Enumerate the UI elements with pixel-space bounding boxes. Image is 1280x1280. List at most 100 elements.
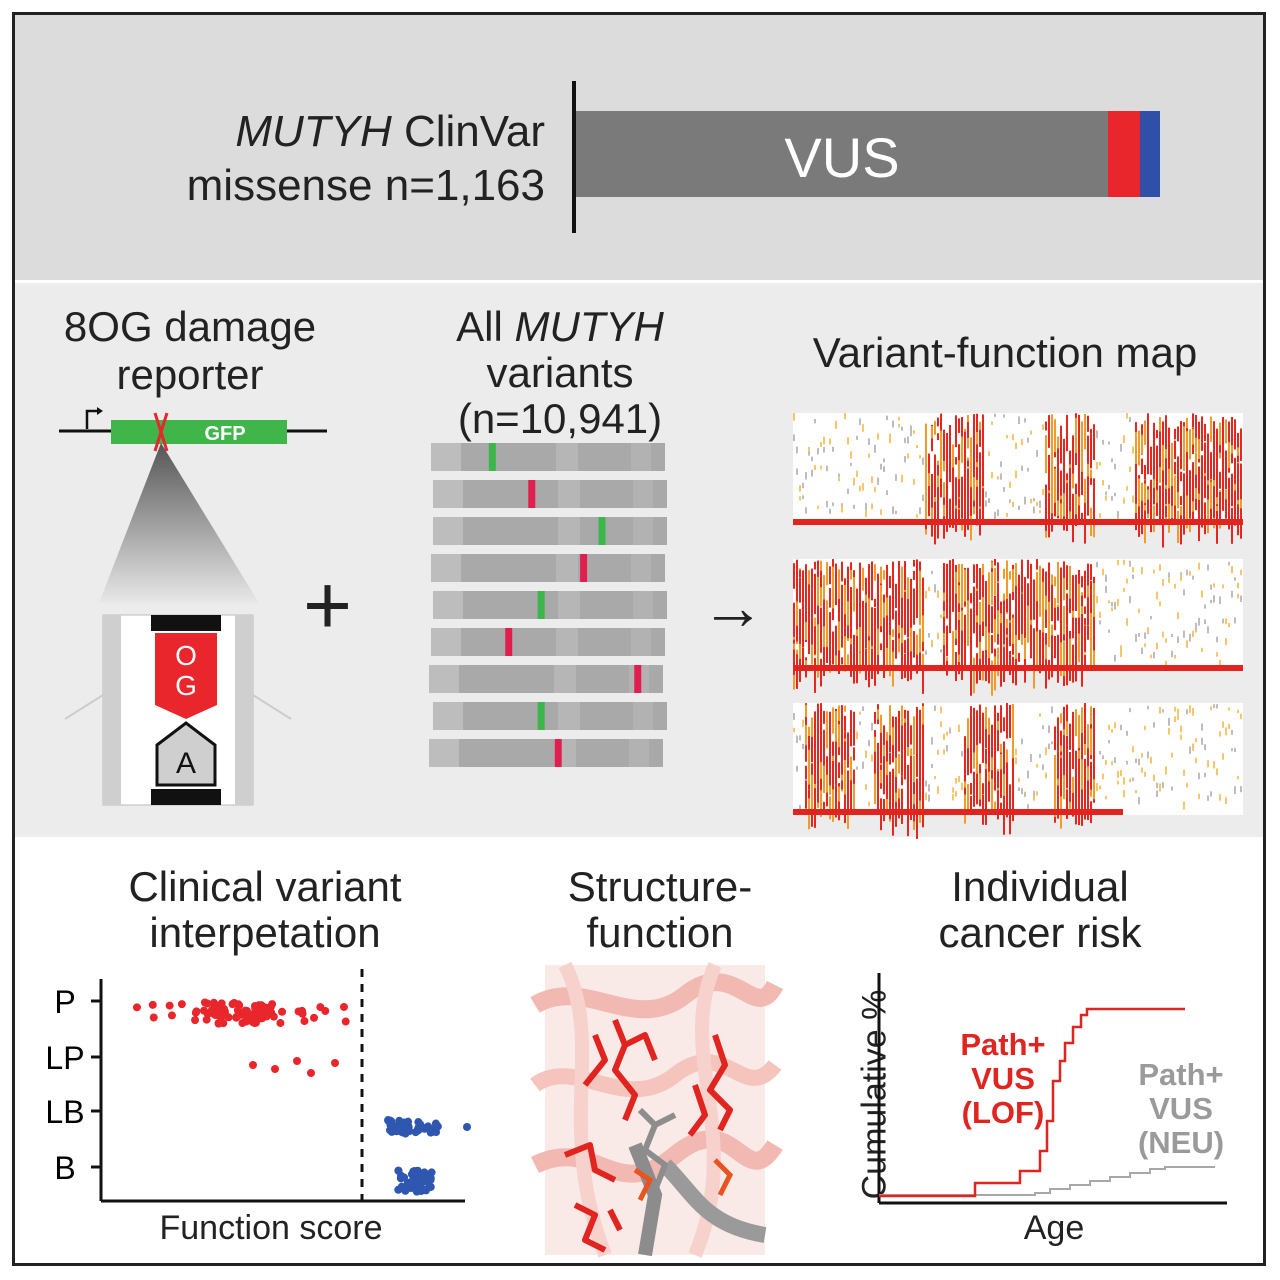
heatmap-cell bbox=[1069, 511, 1071, 521]
heatmap-cell bbox=[946, 625, 948, 655]
heatmap-cell bbox=[1180, 471, 1182, 482]
heatmap-cell bbox=[1225, 638, 1227, 646]
heatmap-cell bbox=[967, 567, 969, 593]
heatmap-cell bbox=[871, 649, 873, 679]
heatmap-cell bbox=[871, 503, 873, 510]
heatmap-cell bbox=[919, 778, 921, 803]
heatmap-cell bbox=[799, 577, 801, 595]
heatmap-cell bbox=[1081, 614, 1083, 634]
heatmap-cell bbox=[1057, 561, 1059, 598]
heatmap-cell bbox=[832, 747, 834, 756]
lof-label-2: VUS bbox=[971, 1061, 1035, 1096]
heatmap-cell bbox=[901, 705, 903, 730]
heatmap-cell bbox=[835, 655, 837, 668]
heatmap-cell bbox=[805, 724, 807, 743]
heatmap-cell bbox=[1018, 603, 1020, 635]
heatmap-cell bbox=[1183, 433, 1185, 464]
variant-rows bbox=[429, 443, 667, 767]
heatmap-cell bbox=[820, 752, 822, 783]
heatmap-cell bbox=[1075, 493, 1077, 522]
heatmap-cell bbox=[1093, 580, 1095, 608]
vus-bar bbox=[576, 111, 1108, 197]
heatmap-cell bbox=[1045, 609, 1047, 617]
variant-row-segment bbox=[556, 554, 578, 582]
heatmap-cell bbox=[1027, 605, 1029, 632]
heatmap-baseline bbox=[793, 665, 1243, 671]
heatmap-cell bbox=[838, 744, 840, 756]
heatmap-cell bbox=[946, 656, 948, 664]
heatmap-cell bbox=[1000, 473, 1002, 480]
p-dot bbox=[233, 1012, 242, 1021]
heatmap-cell bbox=[1090, 564, 1092, 581]
p-dot bbox=[260, 1003, 269, 1012]
heatmap-cell bbox=[952, 444, 954, 477]
heatmap-cell bbox=[1078, 583, 1080, 618]
heatmap-cell bbox=[1231, 430, 1233, 447]
heatmap-cell bbox=[1084, 588, 1086, 599]
heatmap-cell bbox=[1030, 758, 1032, 762]
heatmap-cell bbox=[1114, 722, 1116, 729]
heatmap-cell bbox=[1063, 729, 1065, 741]
heatmap-cell bbox=[1087, 438, 1089, 464]
heatmap-cell bbox=[895, 757, 897, 775]
heatmap-cell bbox=[1075, 750, 1077, 769]
heatmap-cell bbox=[1237, 582, 1239, 589]
heatmap-cell bbox=[946, 584, 948, 619]
heatmap-cell bbox=[982, 467, 984, 477]
heatmap-cell bbox=[1084, 606, 1086, 614]
heatmap-cell bbox=[832, 648, 834, 662]
heatmap-cell bbox=[1219, 472, 1221, 489]
heatmap-cell bbox=[970, 706, 972, 738]
heatmap-cell bbox=[1162, 782, 1164, 789]
heatmap-cell bbox=[805, 765, 807, 780]
heatmap-cell bbox=[1180, 424, 1182, 438]
heatmap-cell bbox=[907, 710, 909, 727]
heatmap-cell bbox=[1204, 772, 1206, 778]
neu-label-2: VUS bbox=[1149, 1091, 1213, 1126]
structure-title-2: function bbox=[586, 909, 734, 956]
heatmap-cell bbox=[1207, 760, 1209, 768]
heatmap-cell bbox=[1072, 739, 1074, 769]
heatmap-cell bbox=[889, 433, 891, 441]
heatmap-baseline bbox=[793, 519, 1243, 525]
heatmap-cell bbox=[1159, 485, 1161, 516]
heatmap-cell bbox=[1204, 442, 1206, 456]
heatmap-cell bbox=[874, 758, 876, 792]
heatmap-cell bbox=[1240, 786, 1242, 793]
heatmap-cell bbox=[916, 594, 918, 619]
heatmap-cell bbox=[997, 582, 999, 596]
heatmap-cell bbox=[1087, 777, 1089, 813]
heatmap-cell bbox=[1000, 770, 1002, 797]
heatmap-cell bbox=[871, 722, 873, 731]
heatmap-cell bbox=[904, 722, 906, 751]
heatmap-cell bbox=[1141, 767, 1143, 773]
heatmap-cell bbox=[994, 627, 996, 643]
heatmap-cell bbox=[1006, 578, 1008, 600]
heatmap-cell bbox=[1162, 421, 1164, 445]
heatmap-cell bbox=[892, 716, 894, 730]
heatmap-cell bbox=[934, 584, 936, 591]
heatmap-cell bbox=[946, 570, 948, 588]
heatmap-cell bbox=[1120, 770, 1122, 777]
heatmap-cell bbox=[961, 575, 963, 608]
heatmap-cell bbox=[973, 732, 975, 755]
heatmap-cell bbox=[832, 582, 834, 597]
heatmap-cell bbox=[904, 640, 906, 654]
heatmap-cell bbox=[1057, 717, 1059, 752]
heatmap-cell bbox=[829, 638, 831, 669]
heatmap-cell bbox=[1039, 510, 1041, 514]
heatmap-cell bbox=[1072, 776, 1074, 801]
heatmap-cell bbox=[1180, 574, 1182, 581]
heatmap-cell bbox=[1075, 791, 1077, 824]
heatmap-cell bbox=[838, 613, 840, 621]
heatmap-cell bbox=[979, 465, 981, 491]
heatmap-cell bbox=[1108, 739, 1110, 744]
heatmap-cell bbox=[1111, 761, 1113, 766]
heatmap-cell bbox=[1192, 444, 1194, 454]
heatmap-cell bbox=[1030, 430, 1032, 435]
heatmap-cell bbox=[799, 590, 801, 603]
b-dot bbox=[421, 1186, 430, 1195]
heatmap-cell bbox=[1018, 592, 1020, 619]
heatmap-cell bbox=[1021, 576, 1023, 586]
heatmap-cell bbox=[931, 763, 933, 768]
